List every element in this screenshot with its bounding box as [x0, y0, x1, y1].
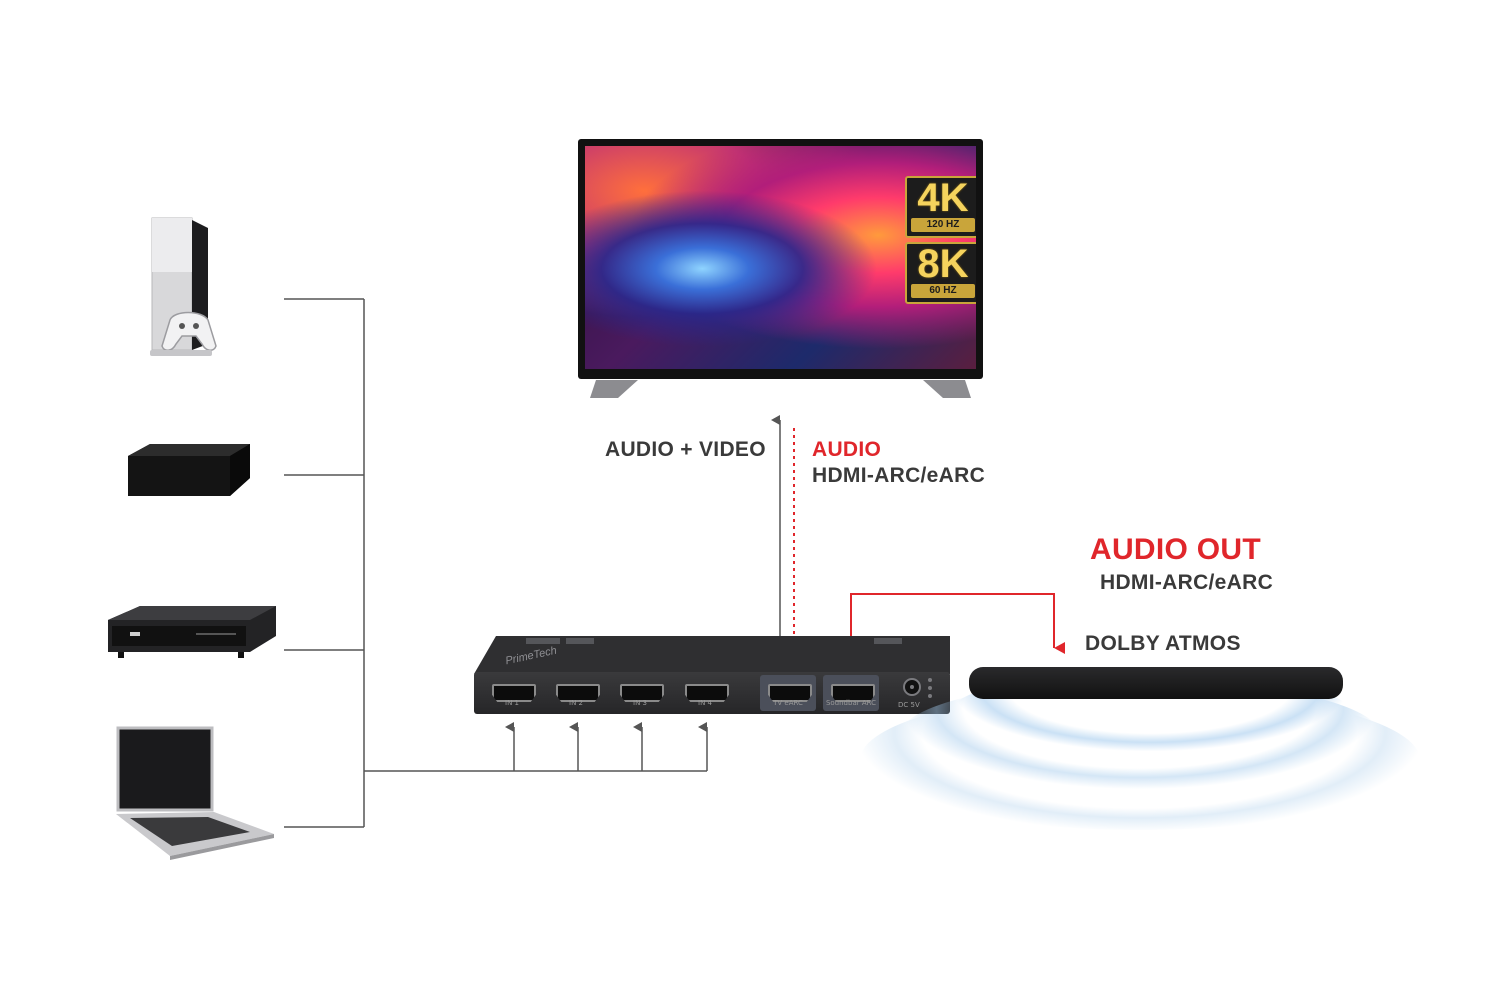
port-caption: TV eARC: [762, 699, 814, 707]
power-port-caption: DC 5V: [898, 701, 920, 709]
media-box-icon: [120, 438, 260, 508]
hdmi-input-port-3: IN 3: [614, 679, 666, 705]
input-arrows: [514, 727, 707, 771]
port-caption: IN 3: [614, 699, 666, 707]
badge-4k: 4K 120 HZ: [905, 176, 976, 238]
hdmi-input-port-2: IN 2: [550, 679, 602, 705]
port-caption: Soundbar ARC: [825, 699, 877, 707]
port-caption: IN 2: [550, 699, 602, 707]
hdmi-input-port-4: IN 4: [679, 679, 731, 705]
hdmi-input-port-1: IN 1: [486, 679, 538, 705]
badge-8k: 8K 60 HZ: [905, 242, 976, 304]
badge-8k-text: 8K: [907, 244, 976, 284]
hdmi-tv-earc-port: TV eARC: [762, 679, 814, 705]
badge-8k-rate: 60 HZ: [911, 284, 975, 298]
port-caption: IN 4: [679, 699, 731, 707]
audio-video-label: AUDIO + VIDEO: [605, 438, 766, 462]
dolby-atmos-label: DOLBY ATMOS: [1085, 632, 1241, 656]
badge-4k-text: 4K: [907, 178, 976, 218]
port-caption: IN 1: [486, 699, 538, 707]
audio-out-label: AUDIO OUT: [1090, 533, 1261, 567]
game-console-icon: [130, 212, 240, 362]
disc-player-icon: [100, 600, 280, 670]
tv-stand: [578, 378, 983, 402]
tv-screen: 4K 120 HZ 8K 60 HZ: [585, 146, 976, 369]
hdmi-soundbar-arc-port: Soundbar ARC: [825, 679, 877, 705]
television: 4K 120 HZ 8K 60 HZ: [578, 139, 983, 379]
soundbar: [969, 667, 1343, 699]
laptop-icon: [110, 722, 280, 862]
hdmi-arc-earc-label-tv: HDMI-ARC/eARC: [812, 464, 985, 488]
hdmi-arc-earc-label-out: HDMI-ARC/eARC: [1100, 571, 1273, 595]
audio-label: AUDIO: [812, 438, 881, 462]
badge-4k-rate: 120 HZ: [911, 218, 975, 232]
